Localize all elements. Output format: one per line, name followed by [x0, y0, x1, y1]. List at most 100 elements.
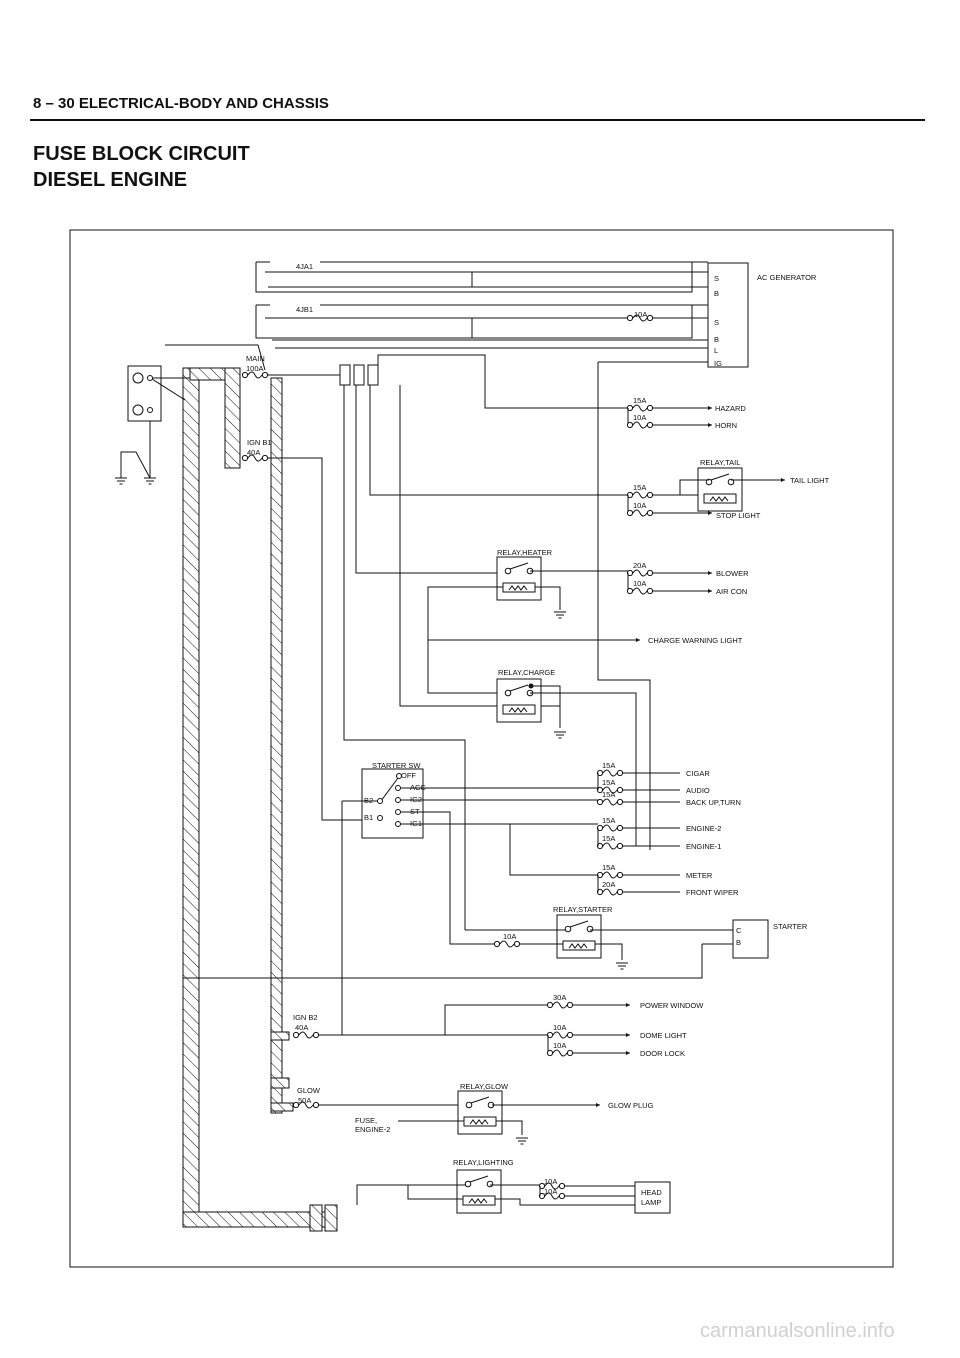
starter-label: STARTER [773, 922, 808, 931]
relay-heater-icon [496, 556, 542, 601]
fuse-element [544, 1192, 560, 1200]
fuse-rating-label: 10A [633, 501, 646, 510]
fuse-rating-label: 15A [602, 863, 615, 872]
fuse-terminal [626, 569, 634, 577]
fuse-rating-label: 10A [633, 579, 646, 588]
wire [495, 1198, 635, 1206]
relay-resistor [469, 1119, 489, 1125]
ground-icon [115, 477, 127, 485]
fuse-icon [538, 1182, 566, 1190]
relay-resistor [709, 496, 729, 502]
fuse-terminal [261, 371, 269, 379]
relay-contact [465, 1101, 473, 1109]
relay-tail-label: RELAY,TAIL [700, 458, 740, 467]
starter-box [732, 919, 769, 959]
fuse-element [298, 1101, 314, 1109]
head-lamp-box [634, 1181, 671, 1214]
fuse-icon [626, 491, 654, 499]
load-label: ENGINE-1 [686, 842, 721, 851]
head-lamp-fuse-2: 10A [544, 1187, 557, 1196]
ground-icon [516, 1137, 528, 1145]
relay-coil-icon [703, 493, 737, 504]
fuse-rating-label: 15A [602, 790, 615, 799]
wire [355, 385, 508, 574]
relay-resistor [508, 585, 528, 591]
fuse-terminal [312, 1031, 320, 1039]
relay-starter-icon [556, 914, 602, 959]
wire [427, 586, 503, 640]
connector-icon [339, 364, 351, 386]
wire [255, 262, 693, 293]
switch-contact [377, 798, 383, 804]
fuse-icon [596, 824, 624, 832]
wire [531, 685, 561, 706]
harness-4jb1-label: 4JB1 [296, 305, 313, 314]
page-subtitle: DIESEL ENGINE [33, 169, 188, 191]
fuse-element [552, 1049, 568, 1057]
watermark: carmanualsonline.info [700, 1320, 895, 1342]
wire [427, 640, 508, 694]
fuse-element [632, 491, 648, 499]
gen-terminal-s1: S [714, 274, 719, 283]
relay-switch-arm [569, 920, 589, 928]
fuse-terminal [626, 314, 634, 322]
ground-icon [554, 611, 566, 619]
fuse-terminal [493, 940, 501, 948]
fuse-rating-label: 10A [553, 1041, 566, 1050]
load-label: AIR CON [716, 587, 747, 596]
glow-fuse-name: GLOW [297, 1086, 321, 1095]
fuse-terminal [596, 842, 604, 850]
glow-tab-2 [270, 1077, 290, 1089]
fuse-element [632, 421, 648, 429]
gen-fuse-icon [626, 314, 654, 322]
arrow-icon [781, 478, 785, 482]
fuse-icon [596, 769, 624, 777]
relay-glow-label: RELAY,GLOW [460, 1082, 509, 1091]
fuse-terminal [596, 769, 604, 777]
fuse-rating-label: 15A [633, 396, 646, 405]
fuse-terminal [616, 769, 624, 777]
wire [597, 362, 651, 850]
relay-glow-icon [457, 1090, 503, 1135]
wire [535, 586, 561, 610]
fuse-terminal [241, 454, 249, 462]
relay-contact [486, 1180, 494, 1188]
fuse-terminal [566, 1031, 574, 1039]
wire [530, 692, 637, 846]
fuse-element [298, 1031, 314, 1039]
fuse-terminal [646, 314, 654, 322]
arrow-icon [708, 511, 712, 515]
sw-pos-ig1: IG1 [410, 819, 422, 828]
starter-terminal-c: C [736, 926, 742, 935]
fuse-icon [596, 888, 624, 896]
ign-bus-bar [270, 377, 283, 1114]
relay-resistor [508, 707, 528, 713]
ign-b1-rating: 40A [247, 448, 260, 457]
fuse-icon [626, 421, 654, 429]
relay-lighting-label: RELAY,LIGHTING [453, 1158, 514, 1167]
fuse-terminal [616, 786, 624, 794]
glow-fuse-rating: 50A [298, 1096, 311, 1105]
battery-terminal [147, 407, 153, 413]
fuse-terminal [626, 587, 634, 595]
fuse-terminal [558, 1192, 566, 1200]
fuse-terminal [596, 888, 604, 896]
fuse-terminal [546, 1031, 554, 1039]
fuse-element [499, 940, 515, 948]
fuse-terminal [596, 824, 604, 832]
fuse-element [247, 454, 263, 462]
glow-ref-line2: ENGINE-2 [355, 1125, 390, 1134]
relay-contact [564, 925, 572, 933]
fuse-rating-label: 15A [602, 761, 615, 770]
starter-fuse-icon [493, 940, 521, 948]
main-fuse-icon [241, 371, 269, 379]
fuse-rating-label: 30A [553, 993, 566, 1002]
head-lamp-fuse-1: 10A [544, 1177, 557, 1186]
fuse-rating-label: 20A [633, 561, 646, 570]
head-lamp-line2: LAMP [641, 1198, 661, 1207]
ign-b2-tab [270, 1031, 290, 1041]
main-fuse-rating: 100A [246, 364, 264, 373]
wire [509, 824, 598, 876]
fuse-terminal [538, 1182, 546, 1190]
switch-contact [396, 773, 402, 779]
